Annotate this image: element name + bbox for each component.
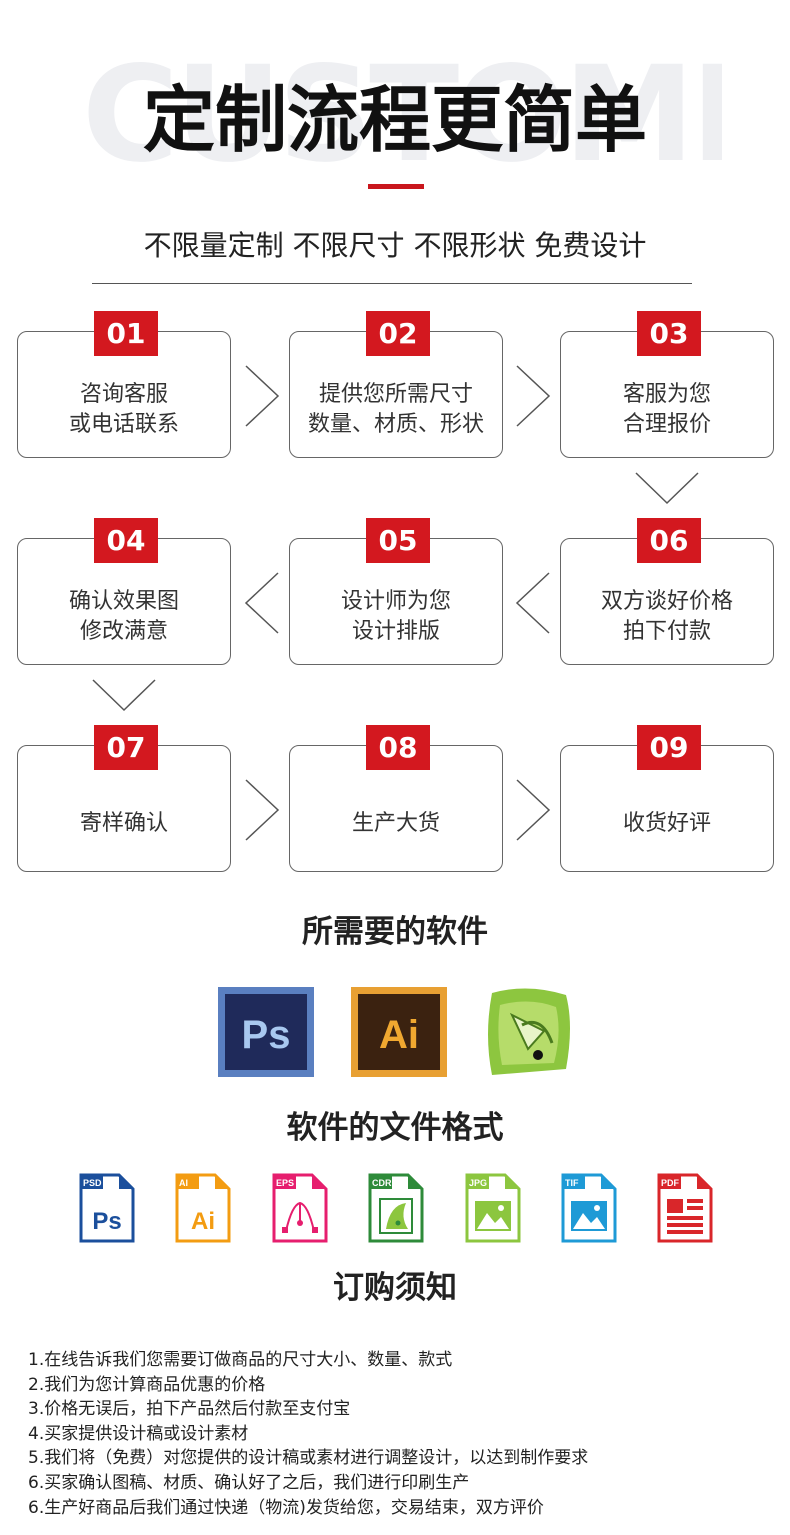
ps-label: Ps	[242, 1013, 291, 1057]
step-number-badge: 02	[366, 311, 430, 356]
format-tag: TIF	[565, 1178, 579, 1188]
cdr-file-icon: CDR	[368, 1173, 424, 1243]
notice-line: 6.买家确认图稿、材质、确认好了之后，我们进行印刷生产	[28, 1472, 470, 1493]
arrow-left-icon	[515, 572, 550, 634]
process-step-06: 06 双方谈好价格拍下付款	[560, 518, 774, 665]
step-number-badge: 08	[366, 725, 430, 770]
order-notice-list: 1.在线告诉我们您需要订做商品的尺寸大小、数量、款式 2.我们为您计算商品优惠的…	[28, 1348, 768, 1520]
background-watermark-word: CUSTOMIZE	[82, 50, 722, 180]
process-step-02: 02 提供您所需尺寸数量、材质、形状	[289, 311, 503, 458]
arrow-right-icon	[516, 365, 551, 427]
format-tag: EPS	[276, 1178, 294, 1188]
format-tag: PDF	[661, 1178, 680, 1188]
step-text-line: 或电话联系	[68, 412, 179, 437]
step-text-line: 拍下付款	[622, 619, 711, 644]
process-step-03: 03 客服为您合理报价	[560, 311, 774, 458]
notice-line: 3.价格无误后，拍下产品然后付款至支付宝	[28, 1399, 351, 1420]
step-text-line: 客服为您	[622, 382, 711, 407]
notice-line: 1.在线告诉我们您需要订做商品的尺寸大小、数量、款式	[28, 1350, 453, 1370]
page-subtitle: 不限量定制 不限尺寸 不限形状 免费设计	[143, 229, 647, 262]
step-text-line: 提供您所需尺寸	[318, 382, 473, 407]
step-text-line: 修改满意	[79, 619, 168, 644]
step-text-line: 合理报价	[622, 412, 711, 437]
page-title: 定制流程更简单	[142, 78, 647, 162]
format-tag: JPG	[469, 1178, 487, 1188]
notice-line: 6.生产好商品后我们通过快递（物流)发货给您，交易结束，双方评价	[28, 1497, 544, 1518]
format-tag: CDR	[372, 1178, 392, 1188]
order-notice-heading: 订购须知	[333, 1270, 457, 1306]
format-tag: AI	[179, 1178, 188, 1188]
step-text-line: 双方谈好价格	[600, 589, 733, 614]
pdf-file-icon: PDF	[657, 1173, 713, 1243]
coreldraw-icon	[488, 988, 570, 1075]
step-text-line: 寄样确认	[79, 811, 168, 836]
process-step-05: 05 设计师为您设计排版	[289, 518, 503, 665]
process-step-07: 07 寄样确认	[17, 725, 231, 872]
arrow-right-icon	[245, 779, 280, 841]
psd-file-icon: PSD Ps	[79, 1173, 135, 1243]
format-tag: PSD	[83, 1178, 102, 1188]
file-formats-heading: 软件的文件格式	[286, 1110, 504, 1146]
step-number-badge: 06	[637, 518, 701, 563]
step-number-badge: 09	[637, 725, 701, 770]
step-number-badge: 03	[637, 311, 701, 356]
step-number-badge: 01	[94, 311, 158, 356]
step-text-line: 咨询客服	[79, 382, 168, 407]
arrow-right-icon	[245, 365, 280, 427]
notice-line: 5.我们将（免费）对您提供的设计稿或素材进行调整设计，以达到制作要求	[28, 1448, 589, 1469]
process-step-08: 08 生产大货	[289, 725, 503, 872]
step-text-line: 设计排版	[351, 619, 440, 644]
process-step-01: 01 咨询客服或电话联系	[17, 311, 231, 458]
step-number-badge: 05	[366, 518, 430, 563]
format-glyph: Ai	[191, 1208, 215, 1235]
process-step-04: 04 确认效果图修改满意	[17, 518, 231, 665]
process-step-09: 09 收货好评	[560, 725, 774, 872]
software-heading: 所需要的软件	[302, 914, 488, 950]
format-glyph: Ps	[92, 1208, 121, 1235]
arrow-down-icon	[92, 679, 156, 712]
notice-line: 4.买家提供设计稿或设计素材	[28, 1423, 249, 1444]
subtitle-divider	[92, 283, 692, 284]
step-text-line: 收货好评	[622, 811, 711, 836]
title-accent-bar	[368, 184, 424, 189]
tif-file-icon: TIF	[561, 1173, 617, 1243]
jpg-file-icon: JPG	[465, 1173, 521, 1243]
photoshop-icon: Ps	[218, 987, 314, 1077]
arrow-right-icon	[516, 779, 551, 841]
step-number-badge: 04	[94, 518, 158, 563]
step-text-line: 设计师为您	[340, 589, 451, 614]
illustrator-icon: Ai	[351, 987, 447, 1077]
arrow-down-icon	[635, 472, 699, 505]
ai-file-icon: AI Ai	[175, 1173, 231, 1243]
step-text-line: 确认效果图	[68, 589, 179, 614]
step-text-line: 数量、材质、形状	[307, 412, 484, 437]
notice-line: 2.我们为您计算商品优惠的价格	[28, 1374, 266, 1395]
arrow-left-icon	[244, 572, 279, 634]
step-number-badge: 07	[94, 725, 158, 770]
eps-file-icon: EPS	[272, 1173, 328, 1243]
ai-label: Ai	[379, 1013, 419, 1057]
step-text-line: 生产大货	[351, 811, 440, 836]
